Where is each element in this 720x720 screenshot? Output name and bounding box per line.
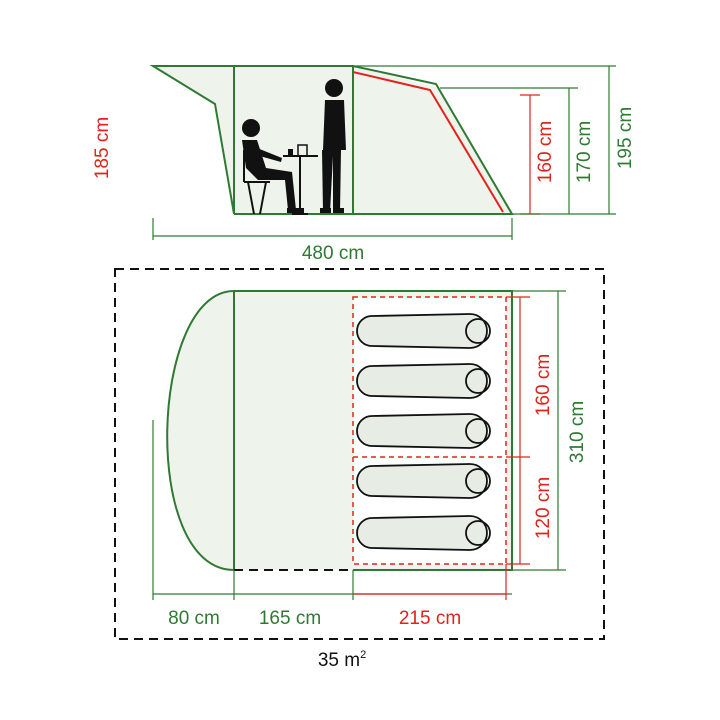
porch-depth-label: 80 cm	[168, 608, 220, 629]
chair-icon	[243, 150, 270, 215]
tent-roof-outline	[234, 65, 514, 215]
seated-person-icon	[242, 119, 304, 213]
sleeping-bag-icon	[356, 463, 491, 499]
area-unit-superscript: 2	[360, 649, 366, 661]
sleeping-bag-icon	[356, 413, 491, 449]
living-depth-label: 165 cm	[259, 608, 321, 629]
outer-height-label: 195 cm	[615, 107, 636, 169]
height-total-label: 185 cm	[92, 117, 113, 179]
lower-bedroom-width-label: 120 cm	[533, 477, 554, 539]
cup-icon	[288, 144, 308, 157]
footprint-outline	[114, 268, 605, 640]
tent-floor-outline	[234, 290, 513, 571]
porch-arc-outline	[166, 290, 235, 571]
sleeping-bag-icon	[356, 363, 491, 399]
total-width-label: 310 cm	[567, 401, 588, 463]
sleeping-bags	[356, 313, 491, 551]
side-view: 185 cm 480 cm 160 cm 170 cm 195 cm	[92, 65, 636, 264]
area-value: 35 m	[318, 650, 360, 671]
upper-bedroom-width-label: 160 cm	[533, 354, 554, 416]
bedroom-height-label: 160 cm	[535, 121, 556, 183]
floor-plan: 80 cm 165 cm 215 cm 160 cm 120 cm 310 cm…	[114, 268, 605, 671]
area-label: 35 m2	[318, 649, 366, 671]
length-label: 480 cm	[302, 243, 364, 264]
standing-person-icon	[320, 79, 346, 213]
porch-canopy-outline	[149, 65, 235, 215]
sleeping-bag-icon	[356, 515, 491, 551]
mid-height-label: 170 cm	[574, 121, 595, 183]
bedroom-depth-label: 215 cm	[399, 608, 461, 629]
sleeping-bag-icon	[356, 313, 491, 349]
